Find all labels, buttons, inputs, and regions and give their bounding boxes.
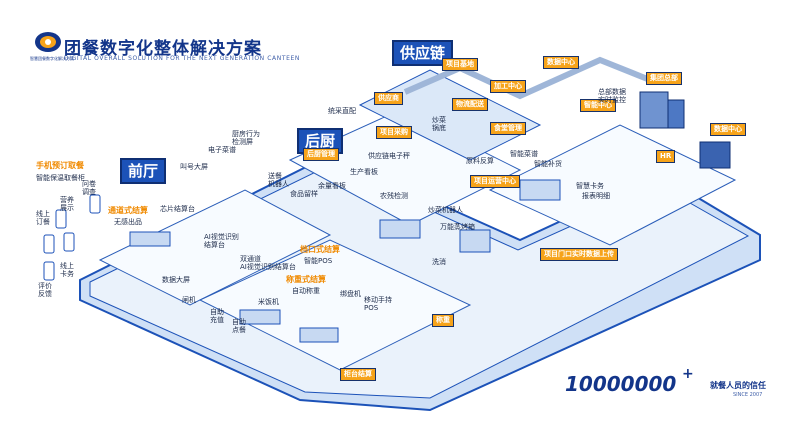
label-self-recharge: 自助 充值 bbox=[210, 308, 224, 324]
tag-back-kitchen-mgmt: 后厨管理 bbox=[303, 148, 339, 161]
label-mobile-order-sub: 智能保温取餐柜 bbox=[36, 174, 85, 182]
label-smart-pos: 智能POS bbox=[304, 257, 333, 265]
label-wash: 洗消 bbox=[432, 258, 446, 266]
label-nutrition: 营养 展示 bbox=[60, 196, 74, 212]
stat-number: 10000000 bbox=[565, 372, 677, 396]
label-purchase-direct: 统采直配 bbox=[328, 107, 356, 115]
front-hall-floor bbox=[98, 189, 332, 306]
label-hq-monitor: 总部数据 实时监控 bbox=[598, 88, 626, 104]
label-mobile-pos: 移动手持 POS bbox=[364, 296, 392, 312]
label-mobile-order: 手机预订取餐 bbox=[36, 161, 84, 170]
label-channel-pay: 通道式结算 bbox=[108, 206, 148, 215]
label-dual-ai-counter: 双通道 AI视觉识别结算台 bbox=[240, 255, 296, 271]
label-chip-counter: 芯片结算台 bbox=[160, 205, 195, 213]
brand-logo-icon bbox=[34, 30, 62, 54]
tag-canteen-mgmt: 食堂管理 bbox=[490, 122, 526, 135]
tag-hr: HR bbox=[656, 150, 676, 163]
label-smart-menu: 智能菜谱 bbox=[510, 150, 538, 158]
label-self-order: 自助 点餐 bbox=[232, 318, 246, 334]
label-auto-weigh: 自动称重 bbox=[292, 287, 320, 295]
pay-area-floor bbox=[198, 239, 472, 371]
label-stir-pot: 炒菜 锅底 bbox=[432, 116, 446, 132]
label-gate: 闸机 bbox=[182, 296, 196, 304]
mobile-phones bbox=[43, 194, 101, 281]
label-call-screen: 叫号大屏 bbox=[180, 163, 208, 171]
label-raw-trace: 原料反算 bbox=[466, 157, 494, 165]
tag-data-center: 数据中心 bbox=[543, 56, 579, 69]
label-pesticide: 农残检测 bbox=[380, 192, 408, 200]
stat-text: 就餐人员的信任 bbox=[710, 381, 766, 390]
label-online-card: 线上 卡务 bbox=[60, 262, 74, 278]
label-remaining-board: 余量看板 bbox=[318, 182, 346, 190]
label-online-order: 线上 订餐 bbox=[36, 210, 50, 226]
label-steam-oven: 万能蒸烤箱 bbox=[440, 223, 475, 231]
tag-processing: 加工中心 bbox=[490, 80, 526, 93]
page-title: 团餐数字化整体解决方案 bbox=[64, 39, 262, 59]
tag-project-realtime: 项目门口实时数据上传 bbox=[540, 248, 618, 261]
label-stir-robot: 炒菜机器人 bbox=[428, 206, 463, 214]
label-food-cabinet: 食品留样 bbox=[290, 190, 318, 198]
label-smart-card: 智慧卡务 bbox=[576, 182, 604, 190]
label-survey: 问卷 调查 bbox=[82, 180, 96, 196]
label-menu-screen: 电子菜谱 bbox=[208, 146, 236, 154]
hq-buildings bbox=[639, 91, 731, 169]
tag-supplier: 供应商 bbox=[374, 92, 403, 105]
logo-caption: 智慧团餐数字化解决方案 bbox=[30, 56, 74, 61]
label-supply-scale: 供应链电子秤 bbox=[368, 152, 410, 160]
label-plate-machine: 绑盘机 bbox=[340, 290, 361, 298]
label-channel-pay-sub: 无感出品 bbox=[114, 218, 142, 226]
label-rice-machine: 米饭机 bbox=[258, 298, 279, 306]
counters bbox=[129, 179, 561, 343]
tag-project-ops: 项目运营中心 bbox=[470, 175, 520, 188]
supply-chain-track bbox=[358, 56, 652, 161]
stat-since: SINCE 2007 bbox=[733, 392, 763, 398]
label-weigh-pay: 称重式结算 bbox=[286, 275, 326, 284]
label-report-view: 报表明细 bbox=[582, 192, 610, 200]
section-back-kitchen: 后厨 bbox=[297, 128, 344, 154]
label-production-board: 生产看板 bbox=[350, 168, 378, 176]
section-front-hall: 前厅 bbox=[120, 158, 167, 184]
label-ai-counter: AI视觉识别 结算台 bbox=[204, 233, 239, 249]
tag-group-hq: 集团总部 bbox=[646, 72, 682, 85]
label-data-screen: 数据大屏 bbox=[162, 276, 190, 284]
tag-farm-base: 项目基地 bbox=[442, 58, 478, 71]
label-stall-pay: 档口式结算 bbox=[300, 245, 340, 254]
tag-procurement: 项目采购 bbox=[376, 126, 412, 139]
back-kitchen-floor bbox=[288, 109, 522, 226]
tag-dish-weigh: 称重 bbox=[432, 314, 454, 327]
tag-smart-center: 智能中心 bbox=[580, 99, 616, 112]
label-chef-behavior: 厨房行为 检测屏 bbox=[232, 130, 260, 146]
tag-logistics: 物流配送 bbox=[452, 98, 488, 111]
stat-plus: + bbox=[682, 366, 694, 382]
tag-group-data-center: 数据中心 bbox=[710, 123, 746, 136]
label-delivery-robot: 送餐 机器人 bbox=[268, 172, 289, 188]
tag-counter-pay: 柜台结算 bbox=[340, 368, 376, 381]
page-subtitle: DIGITAL OVERALL SOLUTION FOR THE NEXT GE… bbox=[64, 55, 300, 62]
label-smart-restock: 智能补货 bbox=[534, 160, 562, 168]
label-feedback: 评价 反馈 bbox=[38, 282, 52, 298]
